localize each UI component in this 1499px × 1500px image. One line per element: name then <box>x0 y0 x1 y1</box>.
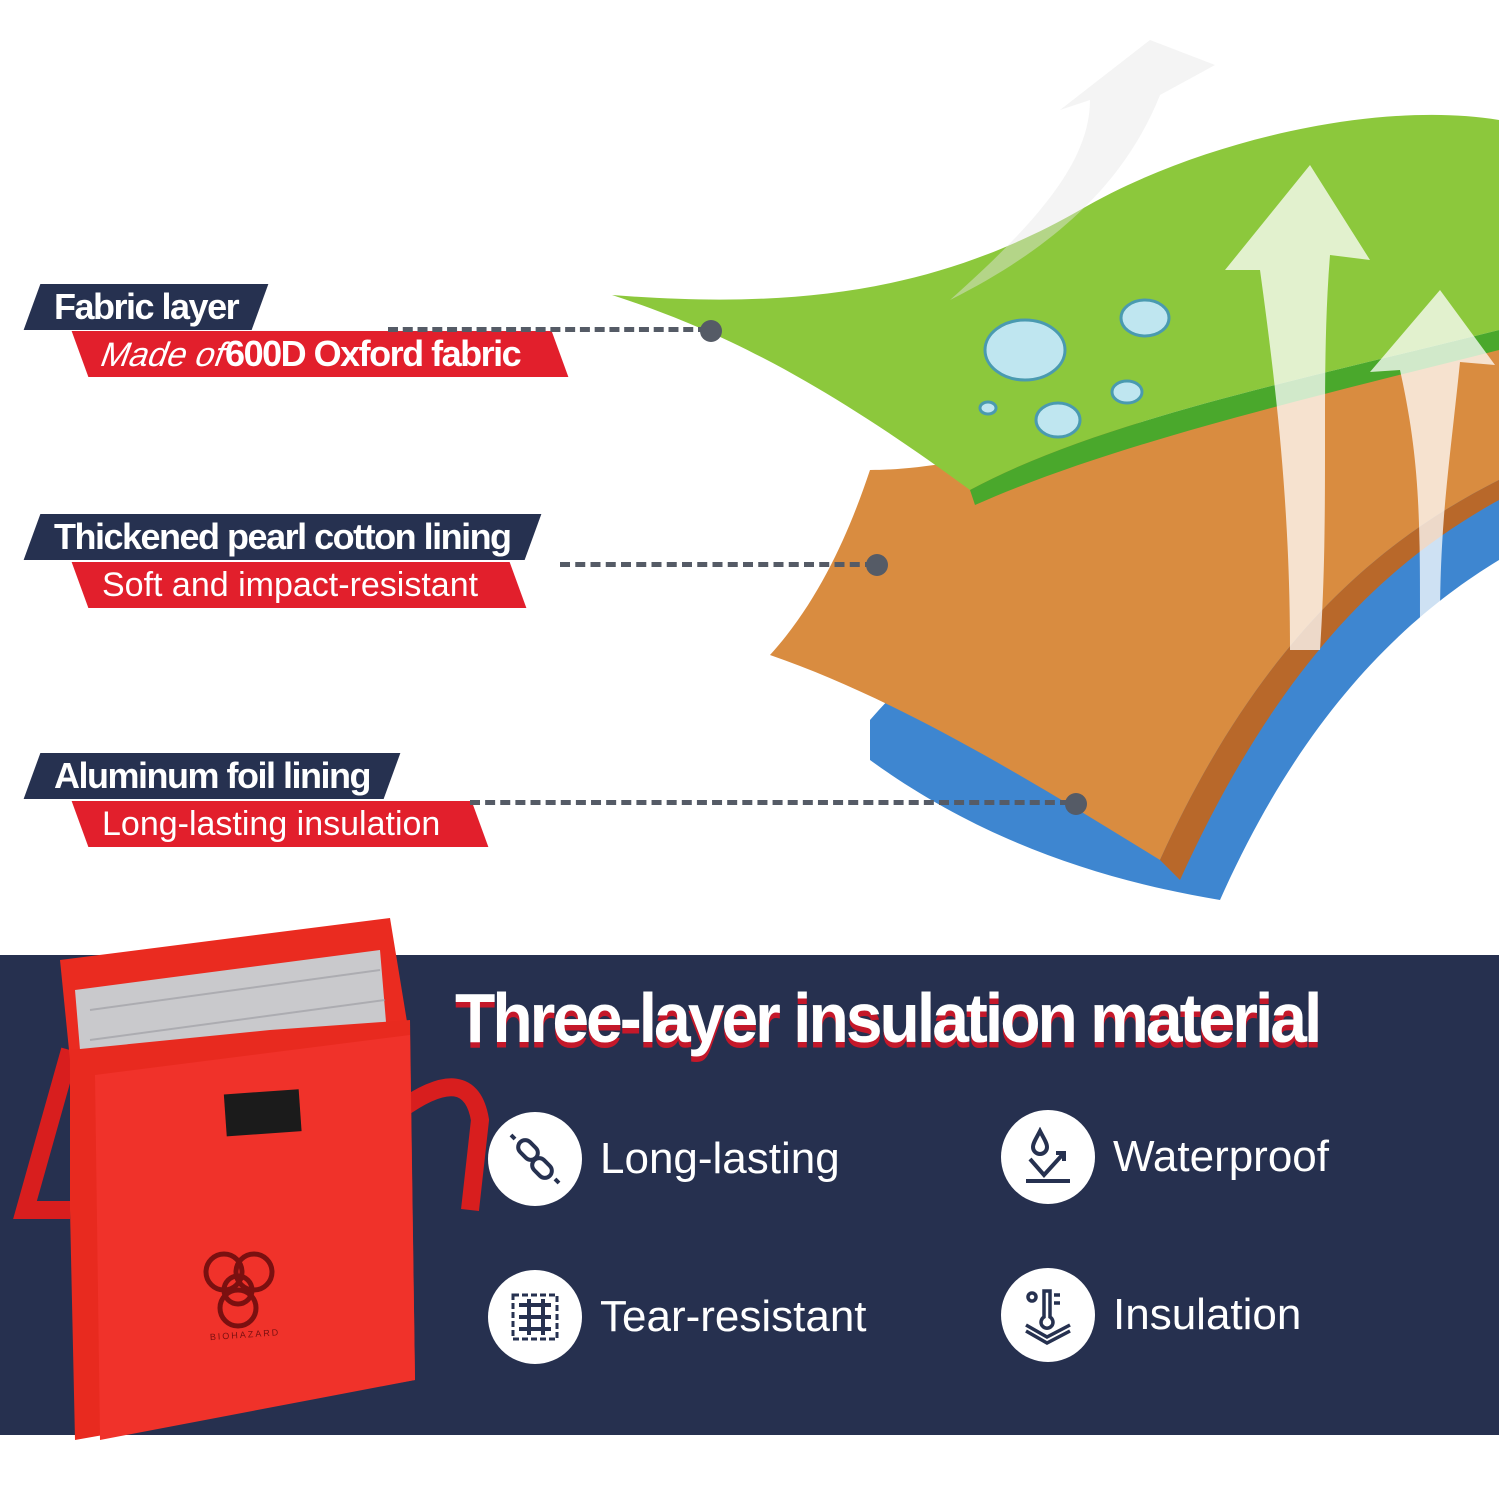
subtitle-prefix: Made of <box>95 336 232 374</box>
feature-waterproof: Waterproof <box>1001 1110 1329 1204</box>
fabric-leader-dot <box>700 320 722 342</box>
woven-fabric-icon <box>488 1270 582 1364</box>
feature-label: Waterproof <box>1113 1132 1330 1181</box>
bag-print: BIOHAZARD <box>210 1327 281 1342</box>
feature-insulation: Insulation <box>1001 1268 1301 1362</box>
banner-headline: Three-layer insulation material <box>455 979 1322 1057</box>
foil-layer-subtitle: Long-lasting insulation <box>71 801 489 847</box>
feature-label: Insulation <box>1113 1290 1302 1339</box>
feature-label: Tear-resistant <box>600 1292 867 1341</box>
biohazard-symbol <box>203 1251 275 1329</box>
fabric-leader-line <box>388 327 708 332</box>
feature-tear-resistant: Tear-resistant <box>488 1270 867 1364</box>
thermometer-icon <box>1001 1268 1095 1362</box>
feature-long-lasting: Long-lasting <box>488 1112 840 1206</box>
foil-leader-line <box>470 800 1070 805</box>
airflow-arrows <box>950 40 1495 650</box>
lunch-bag-image: BIOHAZARD <box>13 918 490 1440</box>
water-drop-deflect-icon <box>1001 1110 1095 1204</box>
foil-leader-dot <box>1065 793 1087 815</box>
water-droplets <box>978 298 1171 439</box>
feature-label: Long-lasting <box>600 1134 840 1183</box>
foil-layer-title: Aluminum foil lining <box>23 753 401 799</box>
cotton-leader-line <box>560 562 875 567</box>
fabric-layer-subtitle: Made of 600D Oxford fabric <box>71 331 569 377</box>
cotton-layer-title: Thickened pearl cotton lining <box>23 514 541 560</box>
chain-link-icon <box>488 1112 582 1206</box>
cotton-leader-dot <box>866 554 888 576</box>
cotton-layer-subtitle: Soft and impact-resistant <box>71 562 527 608</box>
fabric-layer-title: Fabric layer <box>23 284 269 330</box>
subtitle-bold: 600D Oxford fabric <box>225 333 521 374</box>
layer-illustration <box>612 40 1499 900</box>
